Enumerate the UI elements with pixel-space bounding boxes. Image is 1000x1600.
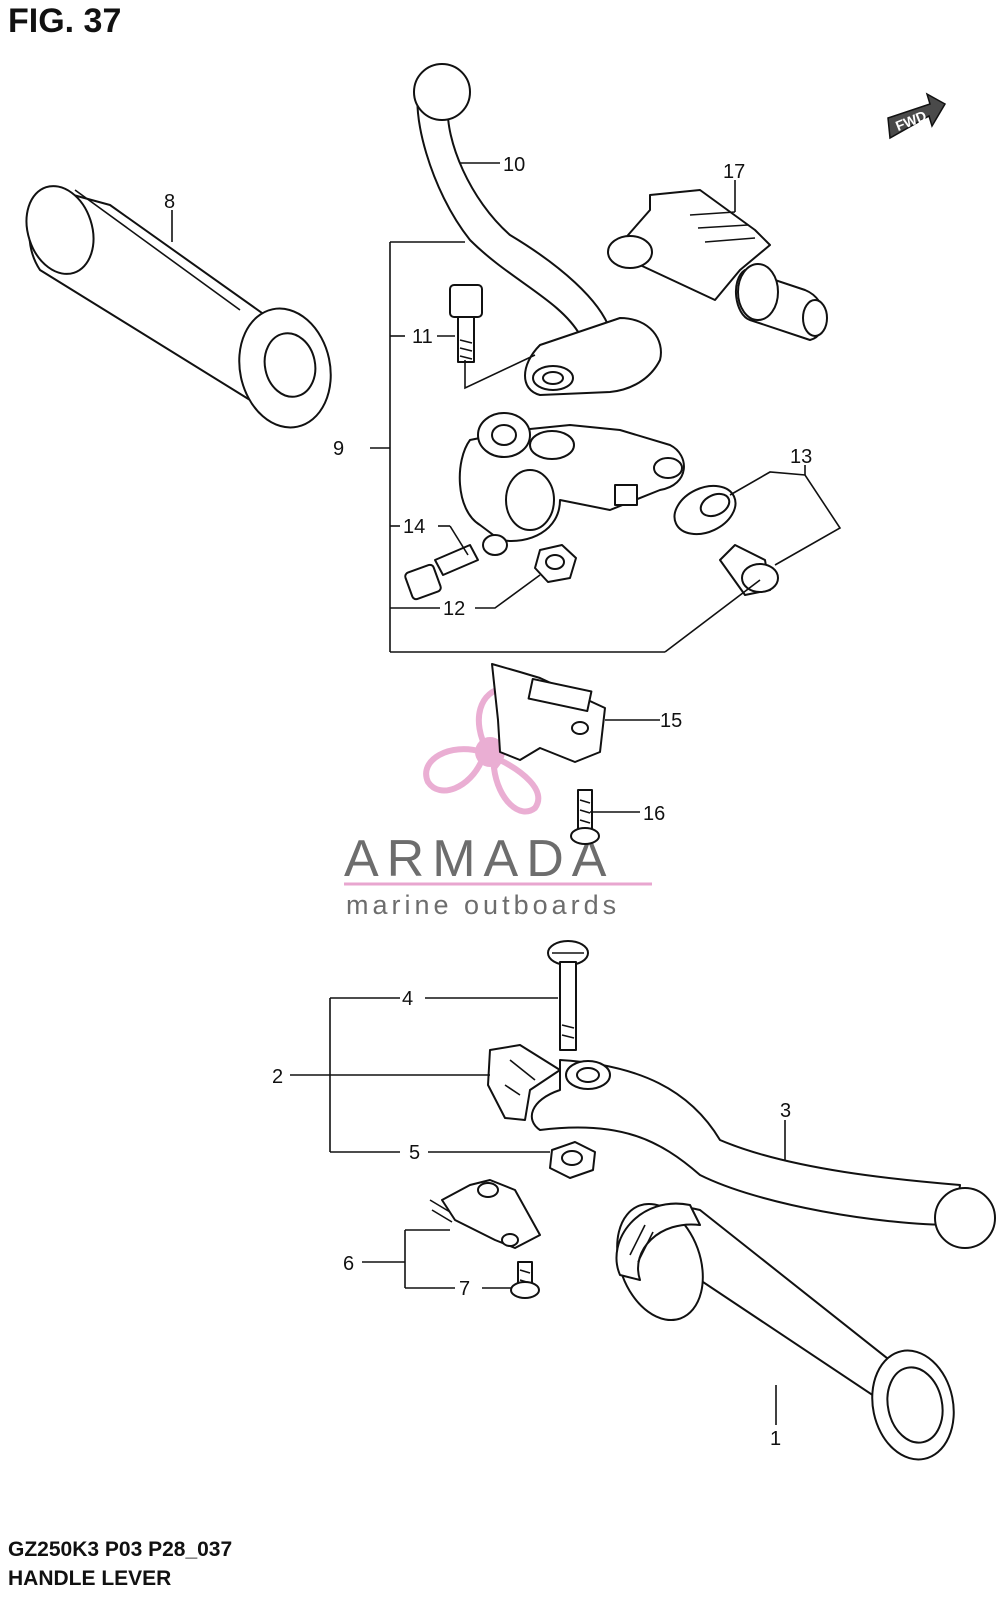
callout-8: 8 — [164, 191, 175, 213]
callout-3: 3 — [780, 1100, 791, 1122]
callout-6: 6 — [343, 1253, 354, 1275]
callout-10: 10 — [503, 154, 525, 176]
section-title: HANDLE LEVER — [8, 1567, 172, 1590]
callout-16: 16 — [643, 803, 665, 825]
clutch-lever-holder[interactable] — [458, 412, 685, 556]
part-5-nut[interactable] — [549, 1141, 596, 1179]
callout-4: 4 — [402, 988, 413, 1010]
fwd-label: FWD — [893, 107, 929, 134]
callout-numbers: 8 10 17 11 9 13 14 12 15 16 4 2 3 5 6 7 … — [164, 154, 812, 1450]
part-16-screw[interactable] — [570, 789, 600, 845]
callout-13: 13 — [790, 446, 812, 468]
part-8-left-grip[interactable] — [16, 177, 342, 436]
part-7-screw[interactable] — [510, 1261, 540, 1299]
callout-14: 14 — [403, 516, 425, 538]
part-12-nut[interactable] — [534, 544, 577, 583]
callout-15: 15 — [660, 710, 682, 732]
callout-12: 12 — [443, 598, 465, 620]
figure-title: FIG. 37 — [8, 2, 122, 40]
part-2-lever-holder[interactable] — [487, 1044, 561, 1121]
part-6-switch[interactable] — [429, 1179, 541, 1249]
part-15-switch[interactable] — [491, 663, 606, 763]
leader-lines — [171, 162, 842, 1425]
part-11-bolt[interactable] — [449, 284, 483, 363]
callout-5: 5 — [409, 1142, 420, 1164]
callout-17: 17 — [723, 161, 745, 183]
watermark-tagline: marine outboards — [346, 890, 620, 920]
callout-1: 1 — [770, 1428, 781, 1450]
part-17-lever-cover[interactable] — [607, 189, 828, 341]
part-4-bolt[interactable] — [547, 940, 589, 1051]
callout-11: 11 — [412, 326, 433, 348]
forward-direction-badge: FWD — [887, 92, 947, 140]
watermark-brand-name: ARMADA — [344, 830, 614, 888]
part-3-brake-lever[interactable] — [530, 1059, 996, 1249]
callout-2: 2 — [272, 1066, 283, 1088]
part-1-throttle-grip[interactable] — [602, 1192, 964, 1467]
part-13-adjuster-set[interactable] — [667, 477, 779, 596]
armada-watermark: ARMADA marine outboards — [344, 684, 652, 920]
callout-9: 9 — [333, 438, 344, 460]
model-code: GZ250K3 P03 P28_037 — [8, 1538, 233, 1561]
callout-7: 7 — [459, 1278, 470, 1300]
part-10-clutch-lever[interactable] — [413, 63, 662, 396]
